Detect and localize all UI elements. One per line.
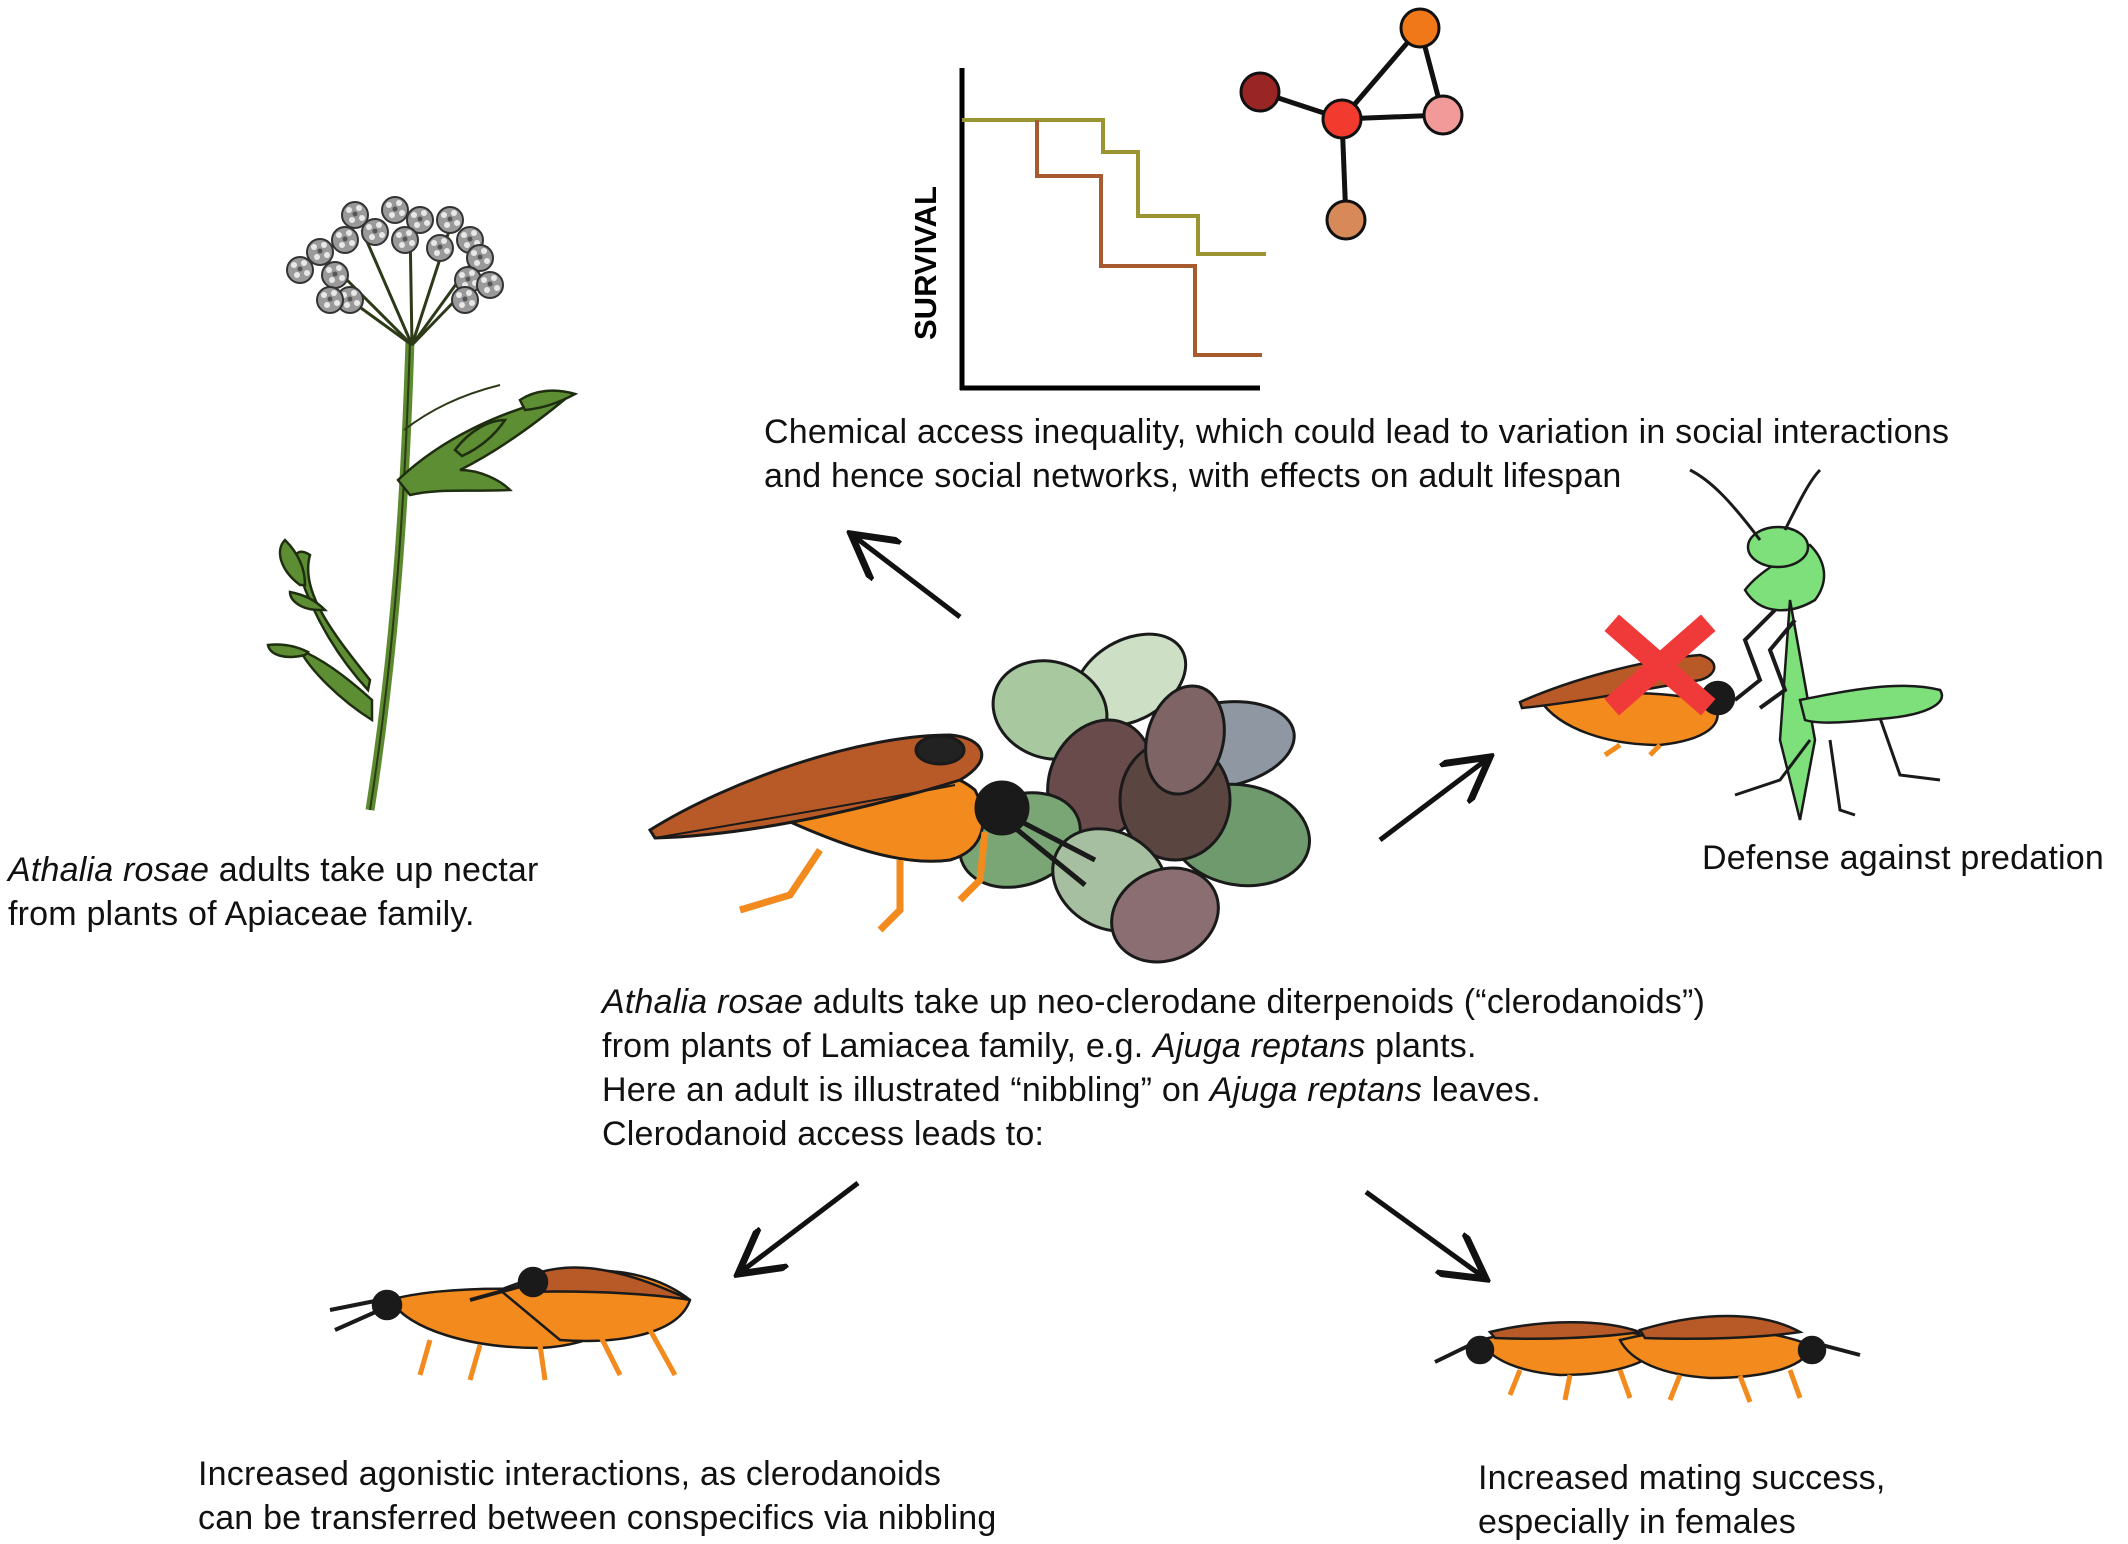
mating-line-1: Increased mating success, [1478,1459,1886,1497]
center-line-3-pre: Here an adult is illustrated “nibbling” … [602,1071,1210,1109]
cross-mark-icon [1604,614,1716,716]
agonistic-caption: Increased agonistic interactions, as cle… [198,1452,997,1540]
center-line-3-post: leaves. [1422,1071,1541,1109]
species-name: Ajuga reptans [1209,1071,1423,1109]
network-node [1422,94,1464,136]
apiaceae-line-2: from plants of Apiaceae family. [8,895,475,933]
center-line-1-text: adults take up neo-clerodane diterpenoid… [803,983,1706,1021]
survival-series-a [962,118,1266,256]
survival-series-b [1035,120,1262,357]
apiaceae-line-1: Athalia rosae adults take up nectar [8,848,539,892]
species-name: Athalia rosae [8,851,210,889]
agonistic-sawflies-illustration [329,1266,692,1381]
network-node [1239,71,1281,113]
center-line-2-pre: from plants of Lamiacea family, e.g. [602,1027,1154,1065]
arrow-to-defense [1378,760,1486,842]
network-node [1321,98,1363,140]
agonistic-line-2: can be transferred between conspecifics … [198,1499,997,1537]
clerodanoid-caption: Athalia rosae adults take up neo-cleroda… [602,980,1705,1156]
apiaceae-plant-illustration [266,196,579,811]
species-name: Athalia rosae [602,983,804,1021]
species-name: Ajuga reptans [1153,1027,1366,1065]
apiaceae-line-1-text: adults take up nectar [209,851,539,889]
network-node [1325,199,1367,241]
mating-sawflies-illustration [1434,1314,1861,1403]
survival-plot: SURVIVAL [908,68,1266,391]
social-network-diagram [1239,7,1464,241]
center-line-1: Athalia rosae adults take up neo-cleroda… [602,980,1705,1024]
center-line-3: Here an adult is illustrated “nibbling” … [602,1068,1705,1112]
survival-axis-label: SURVIVAL [908,186,943,340]
chemical-line-1: Chemical access inequality, which could … [764,413,1950,451]
agonistic-line-1: Increased agonistic interactions, as cle… [198,1455,942,1493]
sawfly-nibbling-ajuga-illustration [647,632,1311,964]
arrow-to-agonistic [742,1181,860,1271]
center-line-2: from plants of Lamiacea family, e.g. Aju… [602,1024,1705,1068]
center-line-2-post: plants. [1365,1027,1477,1065]
defense-caption: Defense against predation [1702,839,2104,877]
arrow-to-chemical-inequality [855,537,962,619]
apiaceae-caption: Athalia rosae adults take up nectar from… [8,848,539,936]
network-node [1399,7,1441,49]
center-line-4: Clerodanoid access leads to: [602,1115,1045,1153]
mating-line-2: especially in females [1478,1503,1796,1541]
chemical-line-2: and hence social networks, with effects … [764,457,1622,495]
arrow-to-mating [1364,1189,1482,1276]
arrows [742,537,1486,1276]
mating-caption: Increased mating success, especially in … [1478,1456,1886,1544]
chemical-inequality-caption: Chemical access inequality, which could … [764,410,1949,498]
mantis-predation-illustration [1518,468,1944,821]
